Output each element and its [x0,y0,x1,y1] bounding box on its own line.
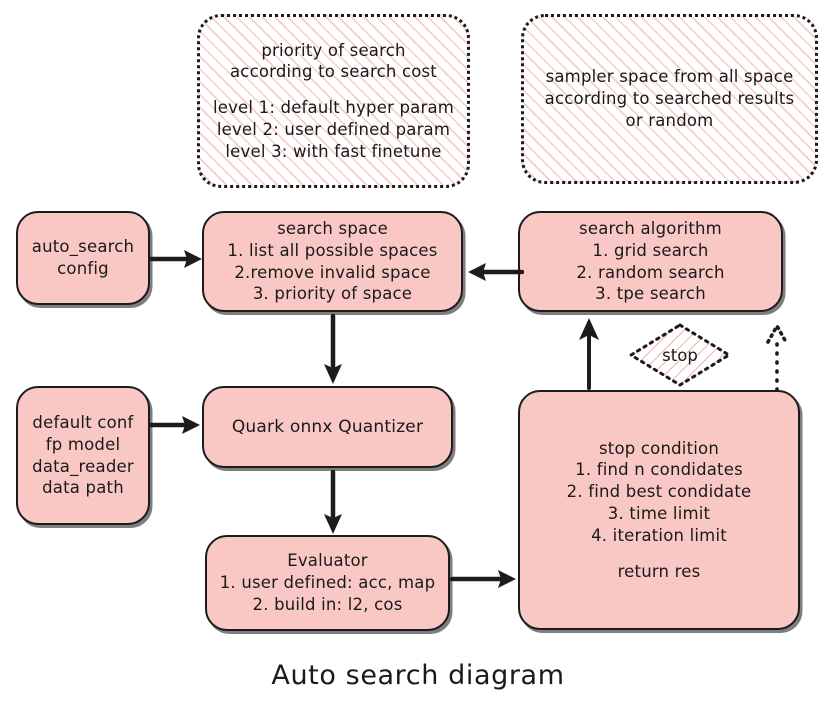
node-line: auto_search [31,237,135,257]
node-search-space: search space 1. list all possible spaces… [202,211,463,312]
note-line: or random [625,110,714,130]
node-line: data path [42,478,124,498]
node-line: 1. list all possible spaces [227,240,438,260]
node-line: fp model [45,434,121,454]
node-line: config [57,259,109,278]
node-line: search algorithm [579,218,722,238]
node-line: 2. random search [576,262,725,282]
note-line: priority of search [261,40,406,60]
note-line: according to search cost [230,62,437,82]
note-priority-of-search: priority of search according to search c… [197,14,470,188]
node-line: 3. tpe search [595,284,706,304]
node-line: data_reader [32,456,134,476]
decision-stop: stop [628,322,732,388]
note-line: according to searched results [544,89,795,109]
node-line: return res [617,561,701,581]
node-quark-onnx-quantizer: Quark onnx Quantizer [202,386,453,468]
edge-default-conf-to-quantizer [148,416,200,434]
note-line: level 3: with fast finetune [225,141,442,161]
node-line: search space [277,218,388,238]
edge-evaluator-to-stop-condition [450,570,516,588]
node-line: 1. grid search [592,240,709,260]
edge-search-space-to-quantizer [324,313,342,384]
node-line: 1. user defined: acc, map [219,573,436,593]
node-line: 2.remove invalid space [234,262,431,282]
node-line: 3. time limit [607,504,711,523]
node-line: 1. find n condidates [575,460,743,480]
edge-quantizer-to-evaluator [324,469,342,534]
edge-stop-condition-to-algorithm [579,318,599,390]
note-line: level 2: user defined param [216,119,451,139]
node-line: 2. find best condidate [566,482,752,502]
node-line: 3. priority of space [252,284,413,304]
node-line: Evaluator [287,551,368,571]
note-sampler-space: sampler space from all space according t… [521,14,818,184]
edge-config-to-search-space [148,250,202,268]
node-line: default conf [32,412,134,432]
node-line: 4. iteration limit [591,525,727,545]
node-stop-condition: stop condition 1. find n condidates 2. f… [518,390,800,630]
note-line: level 1: default hyper param [212,98,455,118]
node-line: Quark onnx Quantizer [231,416,424,437]
node-default-conf: default conf fp model data_reader data p… [16,386,150,525]
edge-stop-condition-to-sampler-note [766,324,788,392]
diamond-shape-icon [628,323,732,387]
decision-label: stop [662,345,698,365]
note-line: sampler space from all space [545,67,794,87]
node-search-algorithm: search algorithm 1. grid search 2. rando… [518,211,783,312]
node-auto-search-config: auto_search config [16,211,150,305]
node-line: 2. build in: l2, cos [252,594,403,614]
edge-algorithm-to-search-space [468,263,524,281]
node-evaluator: Evaluator 1. user defined: acc, map 2. b… [205,535,450,631]
diagram-caption: Auto search diagram [271,660,565,691]
node-line: stop condition [599,438,719,458]
